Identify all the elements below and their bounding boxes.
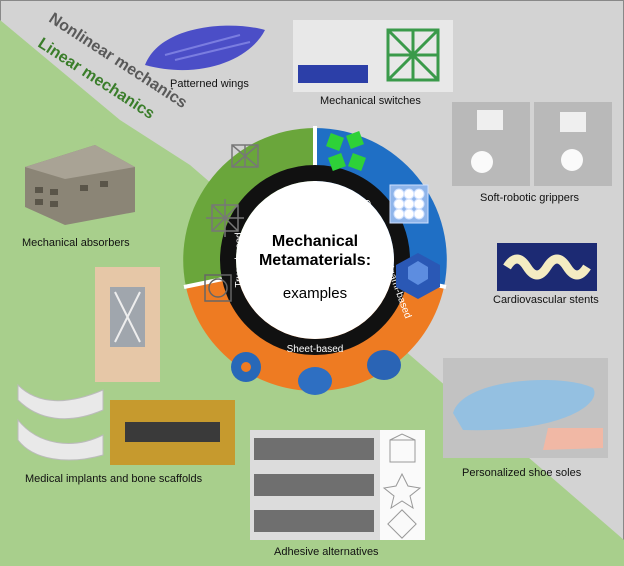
origami-icon-circles — [389, 184, 429, 224]
mechanical-switches-label: Mechanical switches — [320, 95, 421, 107]
origami-icon-3d — [396, 253, 440, 299]
truss-ring-label: Truss-based — [234, 232, 245, 287]
hub-title-line2: Metamaterials: — [258, 252, 372, 269]
soft-robotic-grippers-image — [452, 102, 612, 186]
hub-subtitle: examples — [282, 285, 348, 302]
sheet-icon-1-hole — [241, 362, 251, 372]
mechanical-absorbers-label: Mechanical absorbers — [22, 237, 130, 249]
metamaterials-hub: Truss-based Origami- and kirigami-based … — [183, 126, 447, 395]
cardiovascular-stents-image — [497, 243, 597, 291]
truss-icon-3 — [204, 274, 232, 302]
sheet-icon-3 — [367, 350, 401, 380]
label-ring — [220, 165, 410, 355]
shoe-soles-label: Personalized shoe soles — [462, 467, 582, 479]
hub-title: Mechanical Metamaterials: — [245, 232, 385, 270]
truss-icon-1 — [231, 144, 259, 168]
bone-scaffold-image — [110, 400, 235, 465]
adhesive-alternatives-label: Adhesive alternatives — [274, 546, 379, 558]
sheet-icon-2 — [298, 367, 332, 395]
truss-icon-2 — [206, 199, 244, 237]
medical-implants-image — [17, 383, 104, 461]
medical-implants-label: Medical implants and bone scaffolds — [25, 473, 203, 485]
soft-robotic-grippers-label: Soft-robotic grippers — [480, 192, 580, 204]
adhesive-alternatives-image — [250, 430, 425, 540]
hub-center — [236, 181, 394, 339]
patterned-wings-label: Patterned wings — [170, 78, 249, 90]
shoe-soles-image — [443, 358, 608, 458]
hub-title-line1: Mechanical — [271, 233, 359, 250]
sheet-ring-label: Sheet-based — [287, 344, 344, 355]
cardiovascular-stents-label: Cardiovascular stents — [493, 294, 599, 306]
mechanical-absorbers-image — [25, 145, 135, 225]
mechanical-switches-image — [293, 20, 453, 92]
implant-lattice-image — [95, 267, 160, 382]
patterned-wings-image — [145, 25, 265, 71]
origami-icon-squares — [326, 131, 366, 171]
